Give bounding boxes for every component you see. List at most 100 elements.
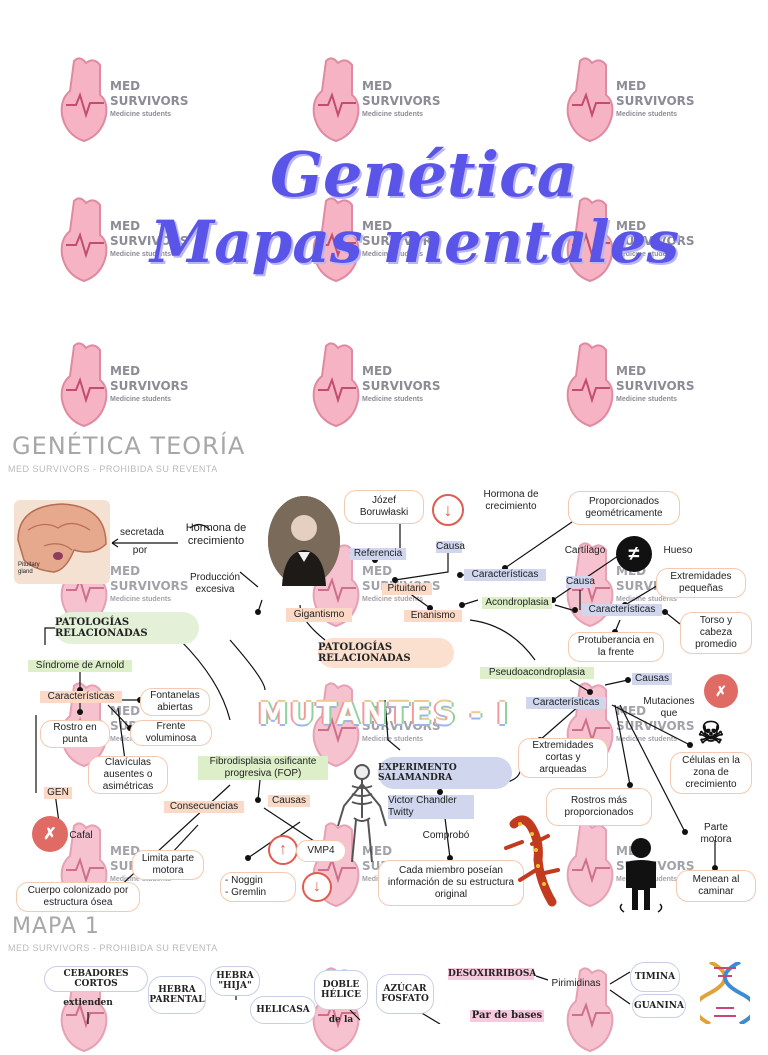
node-produccion-excesiva: Producción excesiva xyxy=(189,572,241,595)
node-menean: Menean al caminar xyxy=(676,870,756,902)
node-de-la: de la xyxy=(328,1015,354,1025)
node-azucar-fosfato: AZÚCAR FOSFATO xyxy=(376,974,434,1014)
node-frente: Frente voluminosa xyxy=(130,720,212,746)
node-caracteristicas-4: Características xyxy=(526,697,606,709)
node-protuberancia: Protuberancia en la frente xyxy=(568,632,664,662)
virus-icon: ✗ xyxy=(704,674,738,708)
pill-patologias-2: PATOLOGÍAS RELACIONADAS xyxy=(318,638,454,668)
node-proporcionados: Proporcionados geométricamente xyxy=(568,491,680,525)
node-pirimidinas: Pirimidinas xyxy=(551,978,601,989)
node-rostros: Rostros más proporcionados xyxy=(546,788,652,826)
heart-logo-icon xyxy=(312,57,360,143)
node-hormona-crecimiento: Hormona de crecimiento xyxy=(185,522,247,547)
virus-icon: ✗ xyxy=(32,816,68,852)
node-caracteristicas-2: Características xyxy=(582,604,662,616)
node-claviculas: Clavículas ausentes o asimétricas xyxy=(88,756,168,794)
node-causa-1: Causa xyxy=(436,541,465,553)
node-par-bases: Par de bases xyxy=(470,1010,544,1022)
heart-logo-icon xyxy=(566,57,614,143)
node-mutaciones: Mutaciones que xyxy=(643,696,695,719)
section-subheading: MED SURVIVORS - PROHIBIDA SU REVENTA xyxy=(8,943,218,953)
node-causas-1: Causas xyxy=(268,795,310,807)
node-victor: Victor Chandler Twitty xyxy=(388,795,474,819)
heart-logo-icon xyxy=(566,197,614,283)
node-cuerpo-colonizado: Cuerpo colonizado por estructura ósea xyxy=(16,882,140,912)
skull-icon: ☠ xyxy=(697,716,725,750)
map2-connectors xyxy=(87,971,631,1024)
node-limita: Limita parte motora xyxy=(132,850,204,880)
node-secretada: secretada xyxy=(120,527,164,538)
heart-logo-icon xyxy=(312,682,360,768)
node-cada-miembro: Cada miembro poseían información de su e… xyxy=(378,860,524,906)
brain-illustration: Pituitary gland xyxy=(14,500,110,584)
portrait-icon xyxy=(268,496,340,586)
page-subtitle: Mapas mentales xyxy=(150,208,680,276)
arrow-down-icon: ↓ xyxy=(432,494,464,526)
brain-icon xyxy=(17,503,107,573)
heart-logo-icon xyxy=(312,342,360,428)
node-cebadores: CEBADORES CORTOS xyxy=(44,966,148,992)
person-icon xyxy=(619,838,663,913)
node-caracteristicas-3: Características xyxy=(40,691,122,703)
heart-logo-icon xyxy=(60,57,108,143)
skeleton-icon xyxy=(337,764,387,863)
node-extienden: extienden xyxy=(63,998,113,1008)
heart-logo-icon xyxy=(566,342,614,428)
node-por: por xyxy=(132,545,148,556)
node-hueso: Hueso xyxy=(663,545,693,556)
node-cartilago: Cartílago xyxy=(564,545,606,556)
node-hormona-crecimiento-2: Hormona de crecimiento xyxy=(483,489,539,512)
heart-logo-icon xyxy=(566,822,614,908)
node-celulas: Células en la zona de crecimiento xyxy=(670,752,752,794)
node-extremidades-cortas: Extremidades cortas y arqueadas xyxy=(518,738,608,778)
not-equal-icon: ≠ xyxy=(616,536,652,572)
arrow-down-icon: ↓ xyxy=(302,872,332,902)
node-referencia: Referencia xyxy=(350,548,406,560)
node-extremidades-pequenas: Extremidades pequeñas xyxy=(656,568,746,598)
node-gen: GEN xyxy=(44,787,72,799)
node-comprobo: Comprobó xyxy=(422,830,470,841)
node-acondroplasia: Acondroplasia xyxy=(482,597,552,609)
node-causas-2: Causas xyxy=(632,673,672,685)
node-gigantismo: Gigantismo xyxy=(286,608,352,622)
salamander-icon xyxy=(504,815,560,907)
node-torso: Torso y cabeza promedio xyxy=(680,612,752,654)
node-caracteristicas-1: Características xyxy=(464,569,546,581)
node-causa-2: Causa xyxy=(566,576,595,588)
node-timina: TIMINA xyxy=(630,962,680,992)
node-hebra-hija: HEBRA "HIJA" xyxy=(210,966,260,996)
pill-experimento: EXPERIMENTO SALAMANDRA xyxy=(378,757,512,789)
node-cafal: Cafal xyxy=(69,830,93,841)
page-title: Genética xyxy=(270,138,578,211)
node-hebra-parental: HEBRA PARENTAL xyxy=(148,976,206,1014)
node-enanismo: Enanismo xyxy=(404,610,462,622)
node-vmp4: VMP4 xyxy=(296,840,346,862)
heart-logo-icon xyxy=(312,197,360,283)
node-parte-motora: Parte motora xyxy=(700,822,732,845)
section-heading: GENÉTICA TEORÍA xyxy=(12,432,246,460)
node-guanina: GUANINA xyxy=(632,994,686,1018)
section-heading: MAPA 1 xyxy=(12,914,100,939)
node-pituitario: Pituitario xyxy=(382,583,432,595)
node-noggin-gremlin: - Noggin - Gremlin xyxy=(220,872,296,902)
node-desoxirribosa: DESOXIRRIBOSA xyxy=(448,968,537,980)
node-fop: Fibrodisplasia osificante progresiva (FO… xyxy=(198,756,328,780)
heart-logo-icon xyxy=(60,342,108,428)
section-subheading: MED SURVIVORS - PROHIBIDA SU REVENTA xyxy=(8,464,218,474)
dna-icon xyxy=(700,962,750,1024)
node-consecuencias: Consecuencias xyxy=(164,801,244,813)
node-pseudoacondroplasia: Pseudoacondroplasia xyxy=(480,667,594,679)
pill-patologias-1: PATOLOGÍAS RELACIONADAS xyxy=(55,612,199,644)
heart-logo-icon xyxy=(60,197,108,283)
node-rostro-punta: Rostro en punta xyxy=(40,720,110,748)
mutantes-heading: MUTANTES - I xyxy=(258,697,510,732)
